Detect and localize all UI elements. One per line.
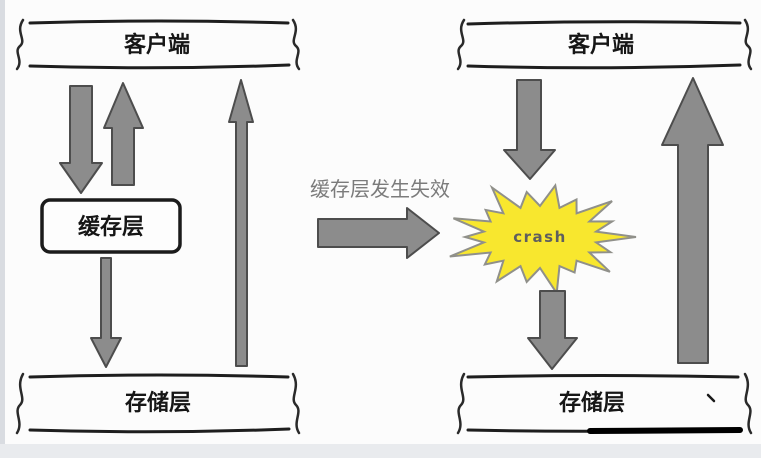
transition: 缓存层发生失效 [310,177,450,259]
left-client-box: 客户端 [15,18,301,71]
left-cache-box: 缓存层 [40,198,182,254]
right-storage-to-client-arrow [661,77,724,364]
left-cache-to-storage-arrow [90,257,122,368]
left-diagram: 客户端 缓存层 存储层 [15,18,301,435]
right-crash-to-storage-arrow [527,290,578,370]
left-storage-label: 存储层 [125,390,191,416]
storage-box-tick-mark [706,393,716,403]
crash-label: crash [513,228,567,246]
left-edge-strip [0,0,5,458]
left-request-down-arrow [59,85,103,194]
right-storage-label: 存储层 [559,390,625,416]
left-response-up-arrow [103,82,144,186]
transition-caption: 缓存层发生失效 [310,177,450,201]
right-diagram: 客户端 crash 存储层 [449,18,753,435]
right-client-to-crash-arrow [503,79,556,180]
right-client-label: 客户端 [568,32,634,58]
bottom-edge-strip [0,444,761,458]
left-cache-label: 缓存层 [78,214,144,240]
left-storage-to-client-arrow [228,79,254,367]
right-storage-box: 存储层 [456,372,753,435]
left-client-label: 客户端 [124,32,190,58]
transition-arrow [317,207,440,259]
right-client-box: 客户端 [456,18,753,71]
crash-burst [449,182,637,296]
left-storage-box: 存储层 [15,372,301,435]
